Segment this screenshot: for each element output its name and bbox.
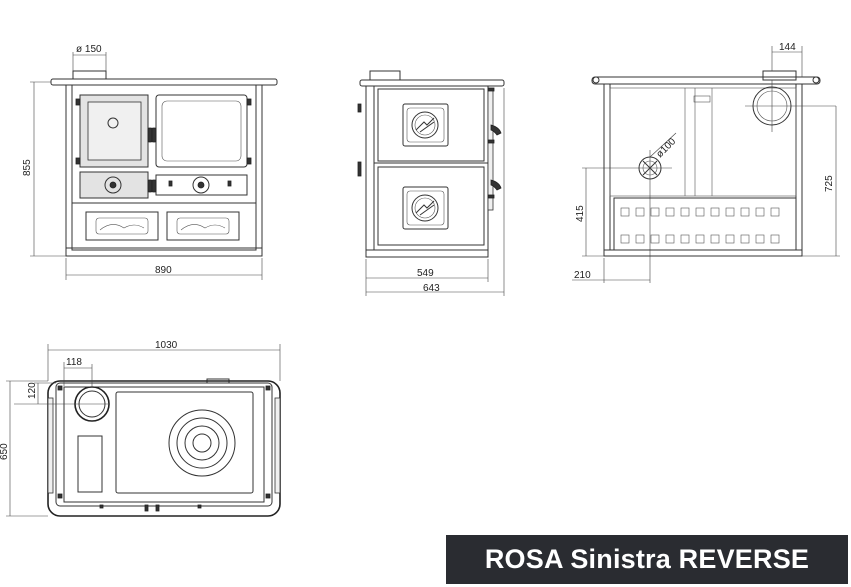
cooking-ring-center [192, 433, 212, 453]
side-plinth [365, 249, 489, 258]
rear-view: ø100 144 725 4 [572, 42, 840, 283]
top-hob-inner [63, 386, 265, 503]
vent-slots-top [620, 207, 780, 217]
front-flue-dim-label: ø 150 [76, 44, 102, 55]
top-cooking-plate [115, 391, 254, 494]
door-handle [147, 127, 153, 143]
title-bar [446, 535, 848, 584]
rear-pipe-offset-label: 210 [574, 270, 591, 281]
product-title: ROSA Sinistra REVERSE [484, 544, 810, 574]
front-view: ø 150 890 855 [22, 44, 278, 280]
door-handle [151, 127, 157, 143]
front-plinth [65, 247, 263, 257]
top-hob [55, 382, 273, 507]
rear-back-panel [609, 87, 797, 197]
top-width-dim-label: 1030 [155, 340, 178, 351]
rear-flue-offset-label: 144 [779, 42, 796, 53]
cooking-ring-outer [168, 409, 236, 477]
rear-flue-height-label: 725 [824, 175, 835, 192]
side-body [373, 85, 489, 251]
front-width-dim-label: 890 [155, 265, 172, 276]
rear-flue [762, 70, 797, 81]
side-top-plate [359, 79, 505, 87]
side-medallion-upper [402, 103, 449, 147]
oven-window [161, 100, 242, 162]
firebox-door-panel [87, 101, 142, 161]
rear-pipe-dim-label: ø100 [654, 136, 678, 160]
air-control [104, 176, 122, 194]
thermometer [192, 176, 210, 194]
top-outer-rail [47, 380, 281, 517]
front-top-plate [50, 78, 278, 86]
side-depth-outer-label: 643 [423, 283, 440, 294]
side-medallion-lower [402, 186, 449, 230]
vent-slots-bottom [620, 234, 780, 244]
side-handle-upper [490, 124, 502, 136]
front-flue [72, 70, 107, 80]
rear-plinth [603, 249, 803, 257]
cooking-ring-inner [184, 425, 220, 461]
top-depth-dim-label: 650 [0, 443, 10, 460]
rear-pipe-height-label: 415 [575, 205, 586, 222]
cooking-ring-middle [176, 417, 228, 469]
side-upper-panel [377, 88, 485, 162]
side-flue [369, 70, 401, 81]
top-firebox [77, 435, 103, 493]
rear-vent-grille [613, 197, 797, 251]
front-height-dim-label: 855 [22, 159, 33, 176]
side-lower-panel [377, 166, 485, 246]
door-knob [107, 117, 119, 129]
drawer-right [166, 211, 240, 241]
front-body [71, 84, 257, 251]
side-handle-lower [490, 179, 502, 191]
top-view: 1030 118 120 650 [0, 340, 281, 517]
side-depth-inner-label: 549 [417, 268, 434, 279]
top-flue-y-label: 120 [27, 382, 38, 399]
rear-top-plate [591, 76, 821, 85]
drawer-left [85, 211, 159, 241]
side-view: 549 643 [357, 70, 505, 296]
top-flue-x-label: 118 [66, 357, 82, 368]
oven-door [155, 94, 248, 168]
